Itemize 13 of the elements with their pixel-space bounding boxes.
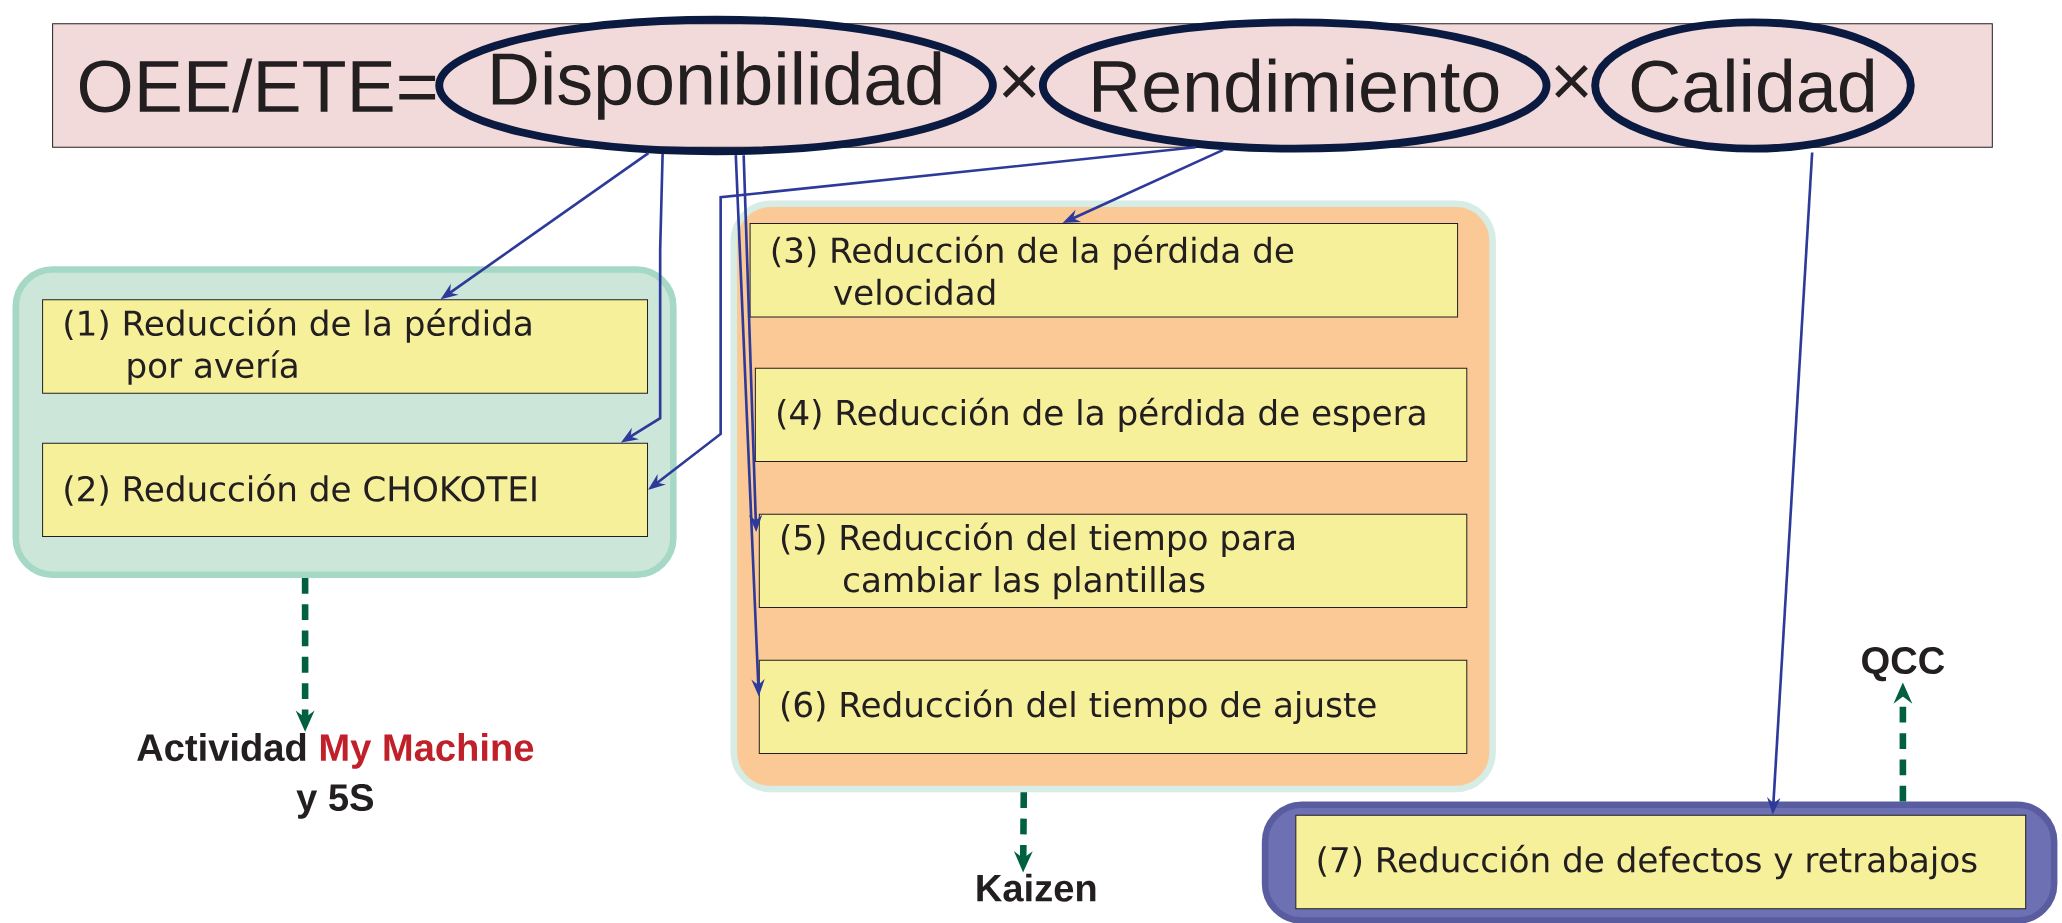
process-box: (5) Reducción del tiempo para cambiar las plantillas — [758, 513, 1468, 608]
circled-term: Rendimiento — [1038, 18, 1551, 153]
process-box: (6) Reducción del tiempo de ajuste — [758, 659, 1468, 754]
activity-label: QCC — [1862, 646, 1945, 682]
process-box: (1) Reducción de la pérdida por avería — [42, 299, 648, 394]
activity-label: Actividad My Machine y 5S — [137, 733, 534, 819]
process-box: (4) Reducción de la pérdida de espera — [754, 367, 1468, 462]
circled-term: Calidad — [1591, 18, 1915, 153]
process-box: (2) Reducción de CHOKOTEI — [42, 442, 648, 537]
process-box: (7) Reducción de defectos y retrabajos — [1295, 814, 2027, 910]
activity-label: Kaizen — [977, 873, 1096, 902]
process-box: (3) Reducción de la pérdida de velocidad — [749, 223, 1459, 318]
circled-term: Disponibilidad — [435, 15, 997, 156]
